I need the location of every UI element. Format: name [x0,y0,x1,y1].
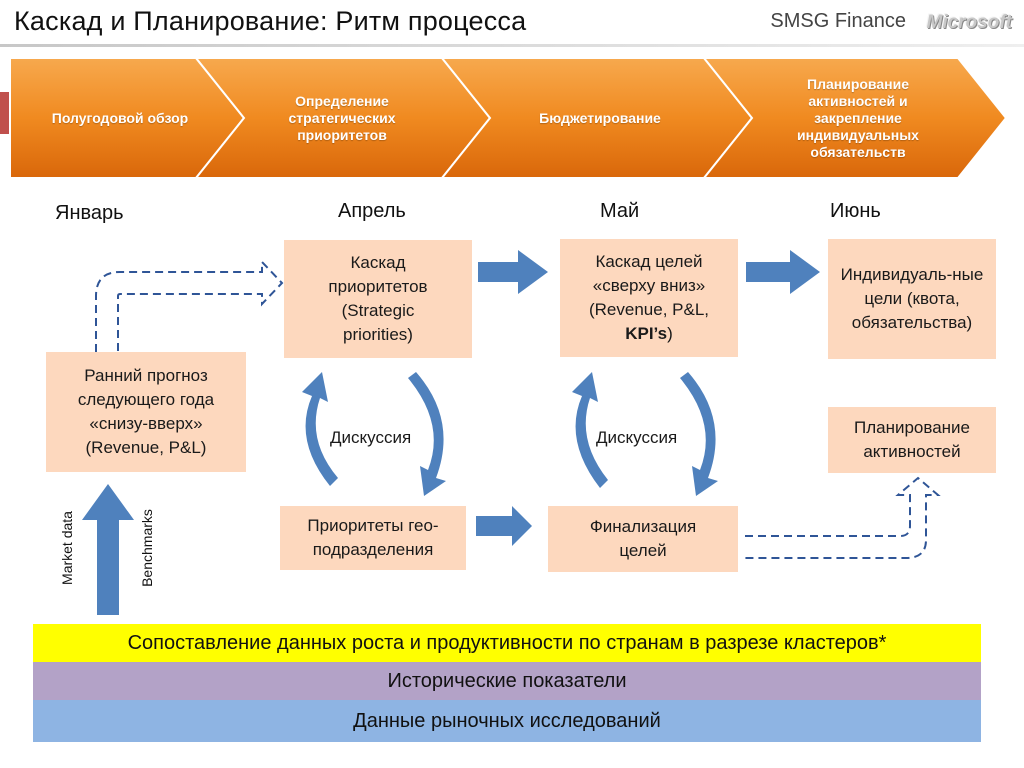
band-historical-indicators: Исторические показатели [33,662,981,700]
month-may: Май [600,200,640,222]
band-growth-comparison: Сопоставление данных роста и продуктивно… [33,624,981,662]
microsoft-logo: Microsoft [926,12,1013,33]
box-activity-planning: Планирование активностей [828,407,996,473]
arrow-goals-to-individual [746,250,820,294]
chevron-label-2: Определение стратегических приоритетов [288,92,396,143]
cycle-arrow-left-1 [302,372,338,486]
market-data-label: Market data [59,511,75,585]
band-market-research: Данные рыночных исследований [33,700,981,742]
month-january: Январь [55,202,124,224]
arrow-benchmarks-up [82,484,134,615]
arrow-cascade-to-goals [478,250,548,294]
chevron-label-4: Планирование активностей и закрепление и… [797,75,919,160]
box-individual-goals: Индивидуаль-ные цели (квота, обязательст… [828,239,996,359]
cycle-arrow-left-2 [572,372,608,488]
chevron-label-3: Бюджетирование [539,109,661,126]
box-goal-cascade: Каскад целей «сверху вниз» (Revenue, P&L… [560,239,738,357]
process-chevron-bar [0,57,1008,179]
brand-label: SMSG Finance [770,10,906,32]
chevron-4 [701,57,1008,179]
month-april: Апрель [338,200,406,222]
goal-cascade-text: Каскад целей «сверху вниз» (Revenue, P&L… [588,252,709,343]
box-early-forecast: Ранний прогноз следующего года «снизу-вв… [46,352,246,472]
discussion-label-1: Дискуссия [330,428,412,447]
cycle-arrow-right-2 [680,372,718,496]
dashed-arrow-finalization-to-planning [745,476,941,559]
discussion-label-2: Дискуссия [596,428,678,447]
dashed-arrow-forecast-to-cascade [95,259,284,352]
goal-cascade-kpi: KPI’s [625,324,668,343]
header-divider [0,44,1024,47]
page-title: Каскад и Планирование: Ритм процесса [14,6,527,36]
month-june: Июнь [830,200,881,222]
box-geo-priorities: Приоритеты гео-подразделения [280,506,466,570]
arrow-geo-to-finalization [476,506,532,546]
box-priority-cascade: Каскад приоритетов (Strategic priorities… [284,240,472,358]
left-accent-bar [0,92,10,134]
box-goal-finalization: Финализация целей [548,506,738,572]
benchmarks-label: Benchmarks [139,509,155,587]
chevron-label-1: Полугодовой обзор [51,109,189,126]
cycle-arrow-right-1 [408,372,446,496]
